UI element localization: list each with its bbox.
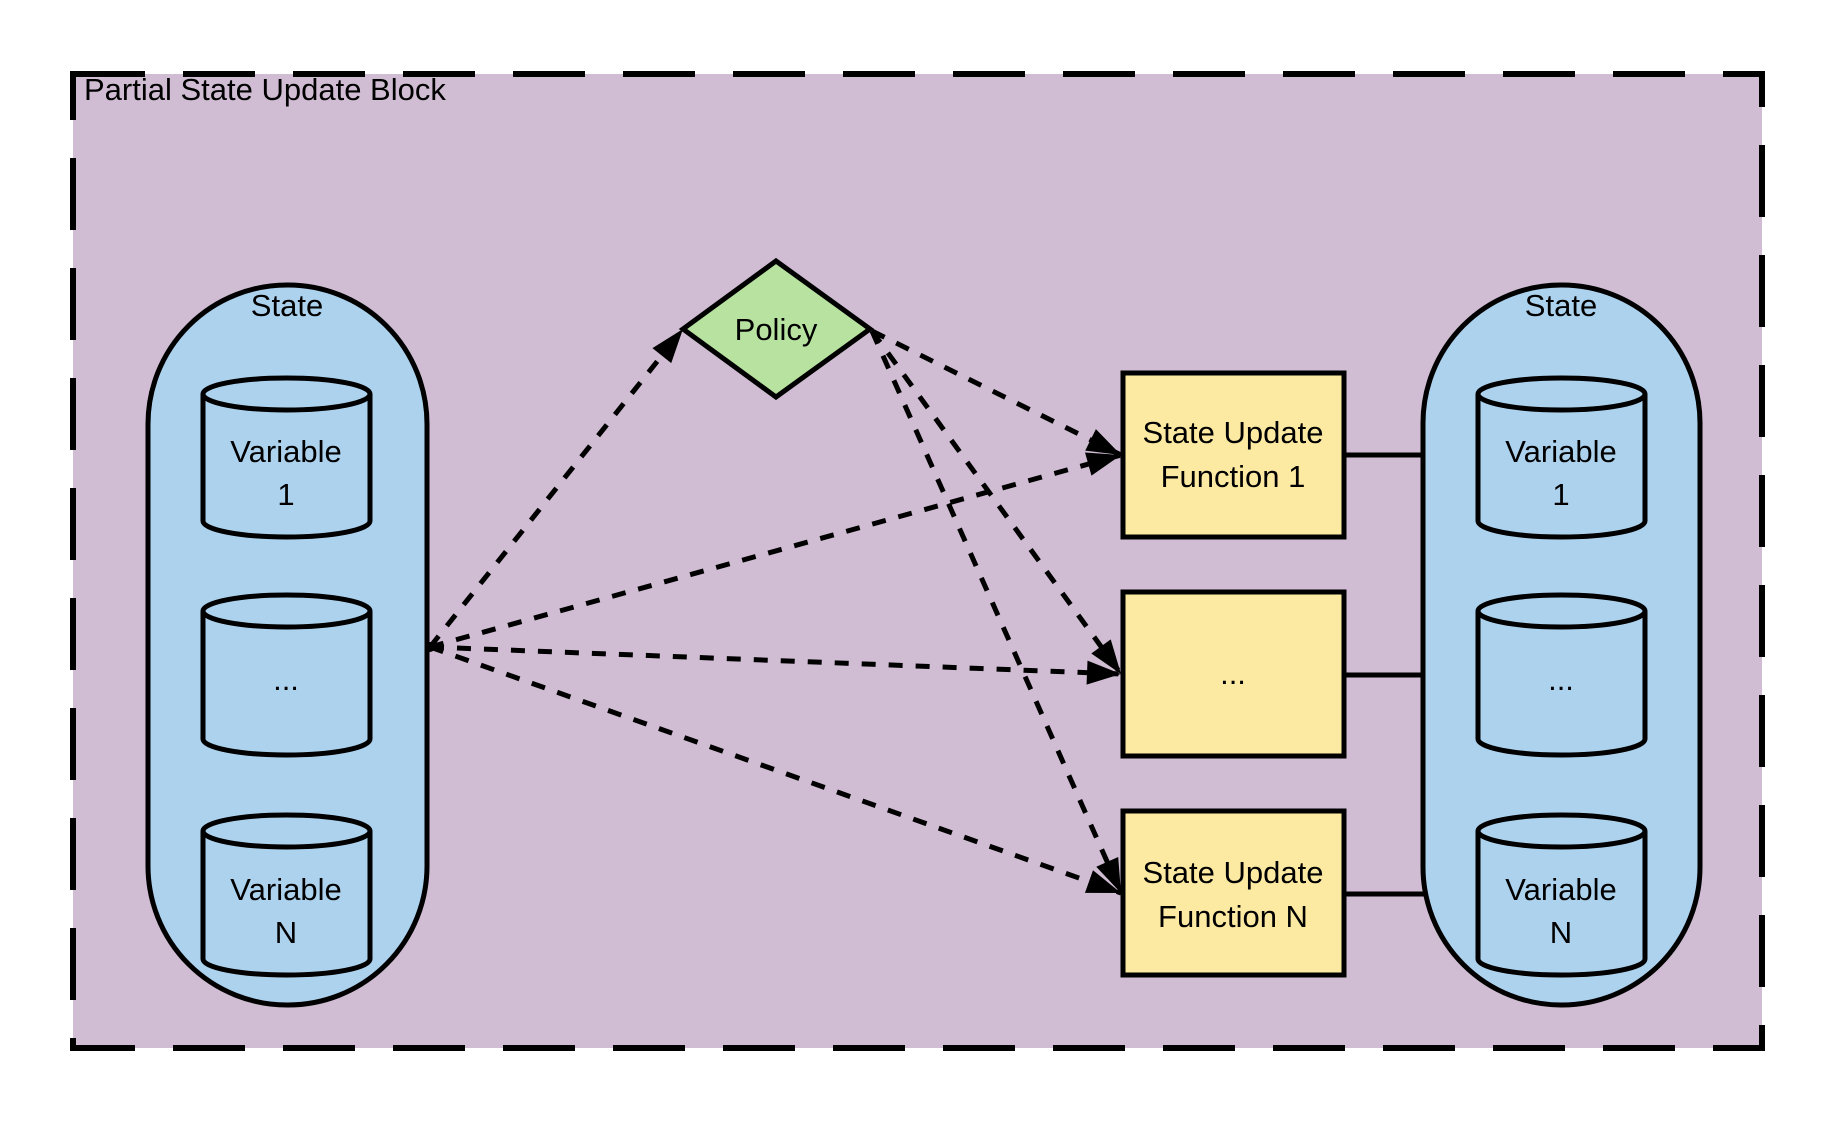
dashed-arrows-from-policy	[869, 328, 1124, 895]
cylinder-rim	[200, 393, 373, 413]
dashed-arrow-policy-to-function-1	[870, 328, 1123, 458]
variable-dots-cylinder-right: ...	[1475, 592, 1648, 758]
function-label-line2: Function N	[1158, 899, 1308, 934]
cylinder-label-line2: N	[1550, 915, 1572, 950]
cylinder-label-line2: N	[275, 915, 297, 950]
variable-n-cylinder-right: Variable N	[1475, 812, 1648, 978]
cylinder-label-line1: Variable	[1505, 872, 1616, 907]
variable-n-cylinder-left: Variable N	[200, 812, 373, 978]
cylinder-label-line1: ...	[1548, 662, 1574, 697]
function-label-line2: Function 1	[1161, 459, 1306, 494]
function-box	[1120, 808, 1347, 978]
policy-node: Policy	[678, 257, 875, 401]
dashed-arrow-policy-to-function-n	[869, 329, 1124, 895]
dashed-arrows-from-state	[425, 327, 1122, 896]
variable-dots-cylinder-left: ...	[200, 592, 373, 758]
cylinder-body	[200, 812, 373, 978]
state-label-right: State	[1525, 288, 1597, 323]
cylinder-body	[200, 592, 373, 758]
cylinder-rim	[200, 830, 373, 850]
policy-label: Policy	[735, 312, 818, 347]
cylinder-rim	[1475, 393, 1648, 413]
cylinder-body	[1475, 592, 1648, 758]
cylinder-rim	[1475, 610, 1648, 630]
state-update-function-dots-node: ...	[1120, 589, 1347, 759]
state-update-function-n-node: State Update Function N	[1120, 808, 1347, 978]
state-container-right: State Variable 1 ... Variable N	[1420, 282, 1703, 1008]
cylinder-rim	[1475, 830, 1648, 850]
cylinder-body	[1475, 812, 1648, 978]
variable-1-cylinder-left: Variable 1	[200, 375, 373, 540]
cylinder-label-line1: Variable	[230, 434, 341, 469]
function-label-line1: ...	[1220, 656, 1246, 691]
function-label-line1: State Update	[1143, 855, 1324, 890]
cylinder-body	[200, 375, 373, 540]
cylinder-label-line2: 1	[1552, 477, 1569, 512]
cylinder-label-line1: Variable	[230, 872, 341, 907]
function-box	[1120, 589, 1347, 759]
cylinder-label-line2: 1	[277, 477, 294, 512]
dashed-arrow-state-to-policy	[428, 327, 685, 649]
dashed-arrow-state-to-function-1	[429, 452, 1122, 650]
state-update-function-1-node: State Update Function 1	[1120, 370, 1347, 540]
state-label-left: State	[251, 288, 323, 323]
cylinder-rim	[200, 610, 373, 630]
cylinder-body	[1475, 375, 1648, 540]
function-box	[1120, 370, 1347, 540]
policy-diamond	[678, 257, 875, 401]
cylinder-label-line1: ...	[273, 662, 299, 697]
cylinder-label-line1: Variable	[1505, 434, 1616, 469]
block-title: Partial State Update Block	[84, 72, 446, 107]
dashed-arrow-state-to-function-dots	[429, 644, 1122, 685]
variable-1-cylinder-right: Variable 1	[1475, 375, 1648, 540]
function-label-line1: State Update	[1143, 415, 1324, 450]
dashed-arrow-policy-to-function-dots	[869, 329, 1124, 676]
state-container-left: State Variable 1 ... Variable N	[145, 282, 430, 1008]
